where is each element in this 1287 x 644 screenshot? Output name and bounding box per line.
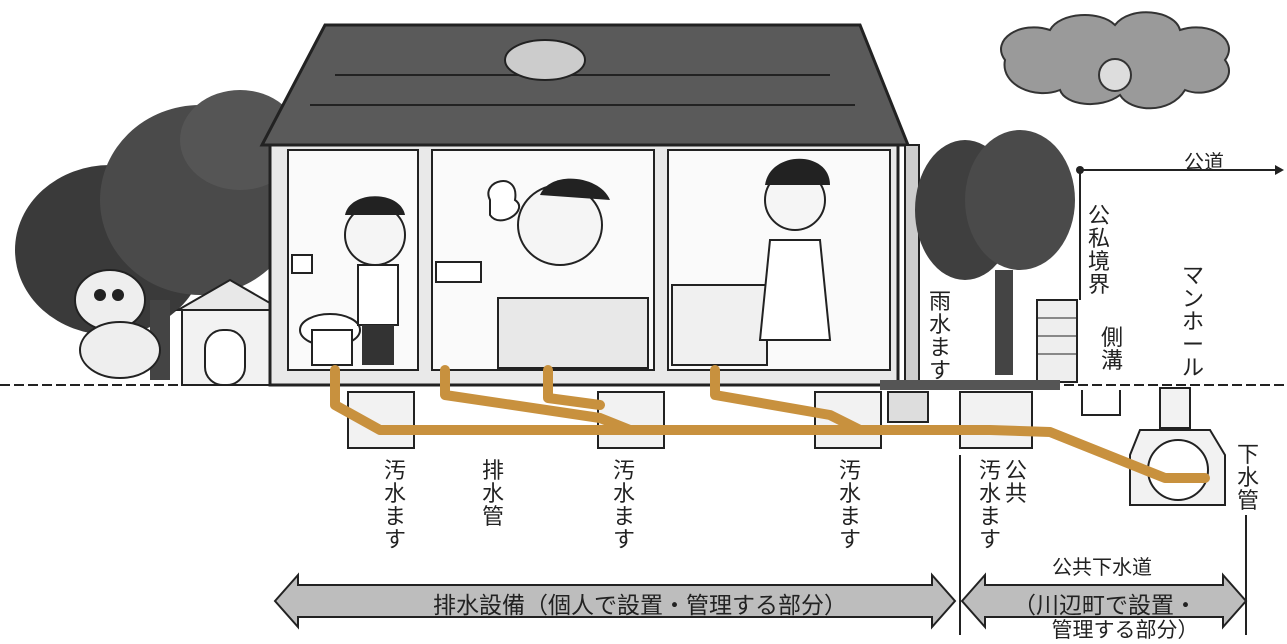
public-road-arrow (1076, 165, 1284, 300)
drain-pipe-label: 排水管 (481, 459, 504, 530)
right-trees (915, 130, 1075, 375)
side-ditch-label: 側溝 (1100, 326, 1123, 374)
dog-house (174, 278, 286, 386)
kitchen-room (671, 158, 832, 366)
rain-basin-label: 雨水ます (928, 290, 951, 384)
sewage-basin-2-label: 汚水ます (612, 459, 635, 553)
house-roof (259, 23, 911, 147)
sewage-basin-1-label: 汚水ます (383, 459, 406, 553)
cloud (1000, 11, 1230, 110)
sewer-pipe-label: 下水管 (1236, 443, 1259, 514)
private-section-banner: 排水設備（個人で設置・管理する部分） (433, 593, 847, 619)
drain-pipes (330, 365, 1210, 483)
public-sewer-label: 公共下水道 (1052, 555, 1152, 579)
public-section-banner-line1: （川辺町で設置・ (1013, 593, 1197, 619)
public-section-banner-line2: 管理する部分） (1051, 618, 1199, 642)
boundary-label: 公私境界 (1087, 204, 1110, 298)
brick-wall (1036, 299, 1078, 383)
manhole-label: マンホール (1181, 264, 1204, 381)
bottom-arrows (273, 455, 1248, 635)
public-basin-label-bottom: 汚水ます (978, 459, 1001, 553)
public-basin-label-top: 公共 (1004, 459, 1027, 507)
manhole (1129, 387, 1226, 506)
public-road-label: 公道 (1184, 150, 1224, 174)
sewage-basin-3-label: 汚水ます (838, 459, 861, 553)
dog (74, 269, 161, 379)
left-trees (15, 90, 300, 380)
ground-line (0, 380, 1287, 390)
toilet-room (291, 196, 406, 366)
bath-room (435, 178, 649, 369)
